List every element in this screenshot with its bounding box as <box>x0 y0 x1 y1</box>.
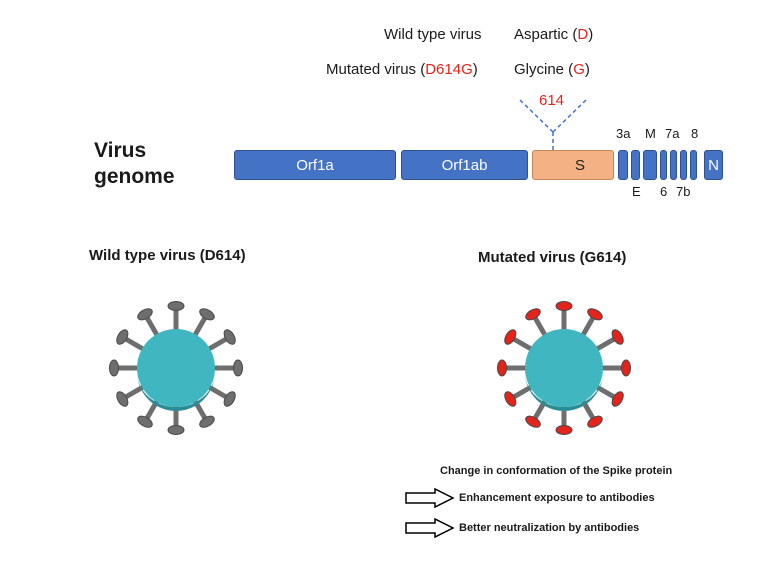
gene-label-3a: 3a <box>616 126 631 141</box>
mutated-virus-spike <box>555 301 573 335</box>
gene-label-7b: 7b <box>676 184 691 199</box>
mutated-virus-spike <box>578 395 603 428</box>
note-item-1: Enhancement exposure to antibodies <box>459 492 655 504</box>
mutated-virus-title: Mutated virus (G614) <box>478 249 627 266</box>
gene-label-m: M <box>645 126 656 141</box>
wild-virus-spike <box>116 329 149 354</box>
wild-type-label: Wild type virus <box>384 26 482 43</box>
wild-virus-spike <box>190 308 215 341</box>
wild-virus-spike <box>203 329 236 354</box>
gene-label-7a: 7a <box>665 126 680 141</box>
wild-virus-spike <box>190 395 215 428</box>
wild-aa-close: ) <box>588 26 594 43</box>
genome-title-line1: Virus <box>94 139 147 162</box>
segment-orf1ab-label: Orf1ab <box>441 156 488 174</box>
wild-virus-spike <box>167 301 185 335</box>
mutated-virus-spike <box>504 329 537 354</box>
segment-8 <box>690 150 697 180</box>
segment-7a <box>670 150 677 180</box>
segment-7b <box>680 150 687 180</box>
indicator-right-line <box>552 99 587 133</box>
mutated-virus-spike <box>591 382 624 407</box>
wild-virus-spike <box>167 401 185 435</box>
segment-n-label: N <box>708 156 719 174</box>
gene-label-8: 8 <box>691 126 699 141</box>
mutated-label-text: Mutated virus ( <box>326 61 426 78</box>
note-item-2: Better neutralization by antibodies <box>459 522 640 534</box>
segment-n: N <box>704 150 723 180</box>
segment-m <box>643 150 657 180</box>
arrow-icon <box>405 517 455 539</box>
genome-title: Virus genome <box>94 138 175 190</box>
position-label: 614 <box>539 92 565 109</box>
wild-virus-illustration <box>109 301 243 435</box>
mutated-amino-acid: Glycine (G) <box>514 61 590 78</box>
mutation-code: D614G <box>425 61 473 78</box>
mutated-virus-spike <box>525 395 550 428</box>
arrow-icon <box>405 487 455 509</box>
segment-s-label: S <box>574 156 585 174</box>
wild-virus-body <box>137 329 215 407</box>
mut-aa-name: Glycine ( <box>514 61 574 78</box>
wild-virus-spike <box>209 359 243 377</box>
mutated-virus-spike <box>504 382 537 407</box>
mutated-virus-spike <box>525 308 550 341</box>
wild-aa-code: D <box>577 26 589 43</box>
mutated-virus-spike <box>597 359 631 377</box>
segment-s: S <box>532 150 614 180</box>
wild-virus-spike <box>137 308 162 341</box>
wild-virus-spike <box>116 382 149 407</box>
mut-aa-code: G <box>573 61 585 78</box>
segment-6 <box>660 150 667 180</box>
mutated-label-close: ) <box>472 61 478 78</box>
mutated-virus-spike <box>555 401 573 435</box>
wild-virus-title: Wild type virus (D614) <box>89 247 246 264</box>
gene-label-e: E <box>632 184 641 199</box>
segment-e <box>631 150 640 180</box>
indicator-left-line <box>519 99 554 133</box>
wild-aa-name: Aspartic ( <box>514 26 578 43</box>
segment-orf1a-label: Orf1a <box>296 156 334 174</box>
mutated-virus-illustration <box>497 301 631 435</box>
wild-virus-spike <box>109 359 143 377</box>
mutated-virus-spike <box>578 308 603 341</box>
wild-virus-spike <box>203 382 236 407</box>
wild-amino-acid: Aspartic (D) <box>514 26 593 43</box>
segment-orf1ab: Orf1ab <box>401 150 528 180</box>
wild-virus-spike <box>137 395 162 428</box>
notes-heading: Change in conformation of the Spike prot… <box>440 465 673 477</box>
gene-label-6: 6 <box>660 184 668 199</box>
mutated-virus-body <box>525 329 603 407</box>
genome-title-line2: genome <box>94 165 175 188</box>
segment-3a <box>618 150 628 180</box>
segment-orf1a: Orf1a <box>234 150 396 180</box>
mutated-virus-spike <box>591 329 624 354</box>
mutated-virus-label: Mutated virus (D614G) <box>326 61 478 78</box>
mutated-virus-spike <box>497 359 531 377</box>
mut-aa-close: ) <box>584 61 590 78</box>
